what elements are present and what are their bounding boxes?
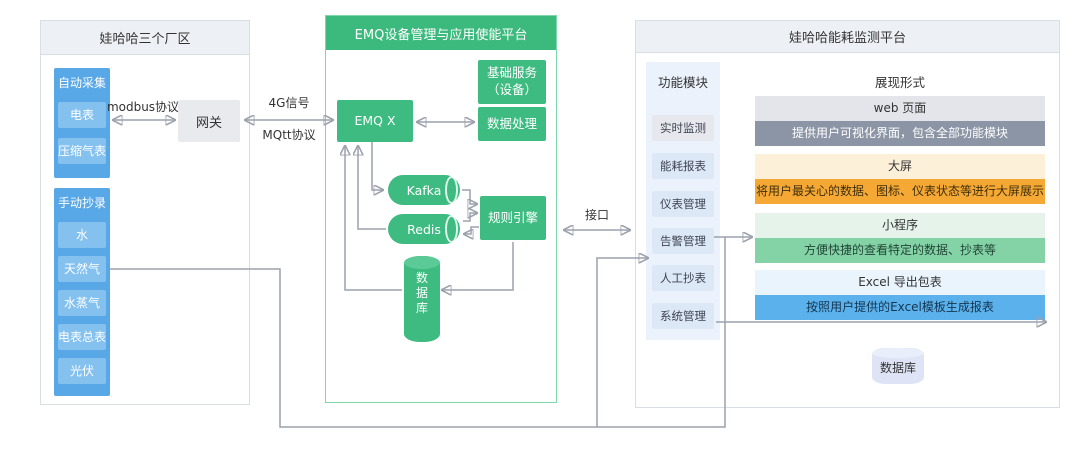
module-manual-reading: 人工抄表	[652, 265, 714, 291]
auto-collect-title: 自动采集	[57, 76, 106, 90]
display-bigscreen-desc: 将用户最关心的数据、图标、仪表状态等进行大屏展示	[755, 179, 1045, 204]
display-web-desc: 提供用户可视化界面，包含全部功能模块	[755, 121, 1045, 146]
kafka-label: Kafka	[406, 182, 442, 198]
base-service-node: 基础服务 （设备）	[478, 60, 546, 104]
module-meter-management: 仪表管理	[652, 191, 714, 217]
manual-record-group: 手动抄录 水 天然气 水蒸气 电表总表 光伏	[54, 188, 110, 396]
compressed-air-meter-item: 压缩气表	[58, 138, 106, 164]
redis-label: Redis	[407, 221, 441, 237]
4g-signal-label: 4G信号	[268, 96, 310, 110]
modules-title: 功能模块	[657, 75, 708, 90]
emq-database-cylinder: 数据库	[404, 256, 440, 342]
modbus-label: modbus协议	[106, 100, 180, 114]
right-database-cylinder: 数据库	[872, 348, 924, 384]
meter-item: 电表	[58, 102, 106, 128]
display-excel-name: Excel 导出包表	[755, 270, 1045, 295]
factories-panel-title: 娃哈哈三个厂区	[41, 21, 249, 55]
emq-database-label: 数据库	[415, 271, 428, 315]
module-system-management: 系统管理	[652, 303, 714, 329]
module-alarm-management: 告警管理	[652, 228, 714, 254]
data-processing-node: 数据处理	[478, 107, 546, 141]
display-miniprogram-desc: 方便快捷的查看特定的数据、抄表等	[755, 238, 1045, 263]
display-excel-desc: 按照用户提供的Excel模板生成报表	[755, 295, 1045, 320]
gateway-node: 网关	[178, 100, 240, 142]
photovoltaic-item: 光伏	[58, 358, 106, 384]
water-item: 水	[58, 222, 106, 248]
steam-item: 水蒸气	[58, 290, 106, 316]
rule-engine-node: 规则引擎	[480, 196, 546, 240]
display-forms-title: 展现形式	[874, 75, 925, 90]
kafka-cylinder: Kafka	[388, 175, 460, 205]
base-service-line2: （设备）	[486, 82, 537, 97]
display-bigscreen-name: 大屏	[755, 154, 1045, 179]
module-realtime-monitor: 实时监测	[652, 115, 714, 141]
right-database-label: 数据库	[879, 361, 916, 375]
main-meter-item: 电表总表	[58, 324, 106, 350]
emqx-node: EMQ X	[337, 100, 413, 142]
energy-platform-title: 娃哈哈能耗监测平台	[636, 21, 1059, 53]
redis-cylinder: Redis	[388, 214, 460, 244]
emq-panel-title: EMQ设备管理与应用使能平台	[326, 16, 556, 50]
auto-collect-group: 自动采集 电表 压缩气表	[54, 68, 110, 178]
display-web-name: web 页面	[755, 96, 1045, 121]
natural-gas-item: 天然气	[58, 256, 106, 282]
display-miniprogram-name: 小程序	[755, 213, 1045, 238]
manual-record-title: 手动抄录	[57, 196, 106, 210]
base-service-line1: 基础服务	[486, 65, 537, 81]
mqtt-label: MQtt协议	[262, 128, 316, 142]
module-energy-report: 能耗报表	[652, 153, 714, 179]
interface-label: 接口	[584, 208, 609, 222]
